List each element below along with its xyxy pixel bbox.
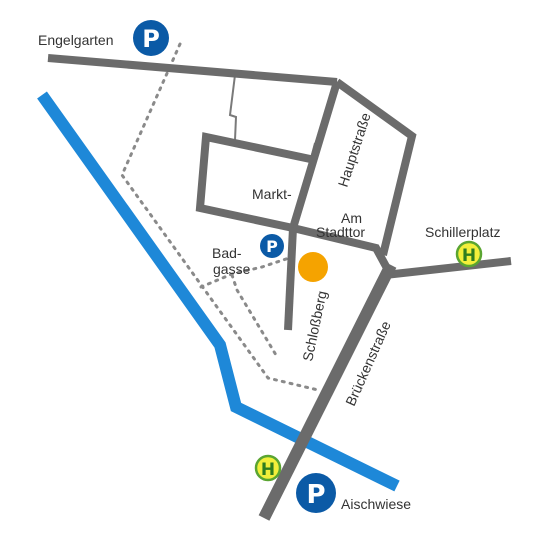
parking-letter: P [266, 237, 278, 256]
label-hauptstrasse: Hauptstraße [335, 111, 374, 189]
bus-stop-icon [455, 240, 483, 268]
bus-stop-aischwiese[interactable]: H [254, 454, 282, 482]
bus-stop-icon [254, 454, 282, 482]
road-north-east [334, 78, 417, 256]
destination-marker [298, 252, 328, 282]
river [37, 91, 400, 492]
parking-icon [260, 234, 284, 258]
bus-stop-schillerplatz[interactable]: H [455, 240, 483, 268]
label-schillerplatz: Schillerplatz [425, 224, 500, 240]
footpaths [120, 42, 320, 392]
label-gasse: gasse [213, 261, 251, 277]
footpath-badgasse [199, 256, 291, 289]
road-markt-loop [195, 132, 316, 232]
parking-engelgarten[interactable]: P [133, 20, 169, 56]
footpath-schlossberg [230, 273, 278, 357]
label-am: Am [341, 210, 362, 226]
parking-icon [133, 20, 169, 56]
label-schlossberg: Schloßberg [299, 289, 330, 362]
road-engelgarten [47, 54, 338, 86]
road-brueckenstrasse [258, 262, 397, 521]
label-aischwiese: Aischwiese [341, 496, 411, 512]
road-schlossberg [284, 227, 297, 331]
bus-stop-letter: H [462, 246, 476, 266]
parking-aischwiese[interactable]: P [296, 473, 336, 513]
road-schillerplatz [384, 257, 512, 279]
label-markt: Markt- [252, 186, 292, 202]
label-bad: Bad- [212, 245, 242, 261]
roads [47, 54, 512, 331]
label-brueckenstrasse: Brückenstraße [342, 318, 394, 408]
label-stadttor: Stadttor [316, 224, 365, 240]
bus-stop-letter: H [261, 460, 275, 480]
parking-letter: P [142, 25, 160, 53]
road-am-stadttor [292, 224, 392, 272]
parking-badgasse[interactable]: P [260, 234, 284, 258]
footpath-engelgarten [120, 42, 320, 392]
parking-letter: P [306, 480, 325, 510]
lane-north [228, 74, 238, 141]
parking-icon [296, 473, 336, 513]
label-engelgarten: Engelgarten [38, 32, 114, 48]
road-hauptstrasse [289, 80, 341, 230]
